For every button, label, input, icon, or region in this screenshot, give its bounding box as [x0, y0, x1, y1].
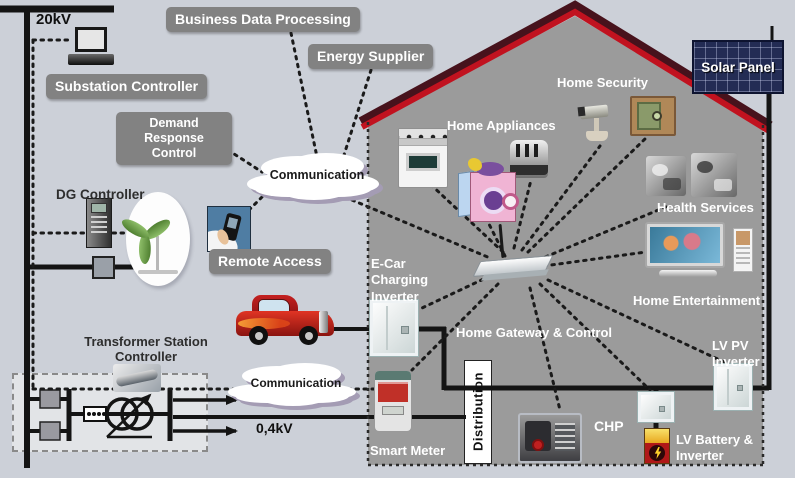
ecar-charging-inverter-label: E-Car Charging Inverter: [371, 256, 429, 304]
communication-cloud-upper: Communication: [252, 150, 382, 212]
transformer-station-enclosure: [12, 373, 208, 452]
transformer-station-controller-label: Transformer Station Controller: [84, 334, 208, 364]
lv-voltage-label: 0,4kV: [256, 420, 293, 436]
lv-pv-inverter-label: LV PV Inverter: [712, 338, 760, 370]
health-device-icon: [690, 152, 738, 198]
health-device-icon: [645, 155, 687, 197]
solar-panel-label: Solar Panel: [701, 59, 775, 75]
home-security-label: Home Security: [557, 75, 649, 90]
energy-supplier-label: Energy Supplier: [308, 44, 434, 69]
transformer-photo-icon: [113, 364, 161, 392]
chp-unit-icon: [518, 413, 582, 463]
home-appliances-label: Home Appliances: [447, 118, 556, 133]
smart-meter-label: Smart Meter: [370, 443, 446, 458]
hv-voltage-label: 20kV: [36, 11, 72, 28]
lv-battery-inverter-label: LV Battery & Inverter: [676, 432, 754, 464]
remote-phone-icon: [207, 206, 251, 252]
communication-cloud-lower: Communication: [237, 360, 355, 416]
distribution-label: Distribution: [470, 372, 486, 452]
stove-icon: [398, 128, 448, 188]
pv-inverter-icon: [713, 363, 753, 411]
health-services-label: Health Services: [657, 200, 754, 215]
home-gateway-control-label: Home Gateway & Control: [456, 325, 613, 340]
dg-cabinet-icon: [86, 198, 112, 248]
remote-access-label: Remote Access: [209, 249, 331, 274]
chp-label: CHP: [594, 418, 624, 434]
wind-turbine-icon: [119, 192, 190, 286]
solar-panel-icon: Solar Panel: [692, 40, 784, 94]
communication-cloud-upper-label: Communication: [269, 168, 365, 182]
cctv-camera-icon: [577, 102, 618, 144]
washing-machine-icon: [458, 158, 519, 222]
battery-inverter-icon: [637, 391, 675, 423]
substation-controller-label: Substation Controller: [46, 74, 208, 99]
media-rack-icon: [733, 228, 753, 272]
router-icon: [472, 223, 558, 290]
dg-controller-label: DG Controller: [56, 187, 145, 202]
grid-connector-box: [92, 256, 115, 279]
tv-icon: [645, 222, 731, 282]
car-icon: [236, 293, 338, 345]
communication-cloud-lower-label: Communication: [250, 376, 342, 390]
safe-icon: [630, 96, 676, 136]
smart-meter-icon: [374, 370, 412, 432]
demand-response-control-label: Demand Response Control: [116, 112, 232, 165]
home-entertainment-label: Home Entertainment: [633, 293, 761, 308]
business-data-processing-label: Business Data Processing: [166, 7, 360, 32]
computer-icon: [68, 27, 114, 65]
battery-icon: [644, 428, 670, 464]
ecar-inverter-icon: [369, 299, 419, 357]
